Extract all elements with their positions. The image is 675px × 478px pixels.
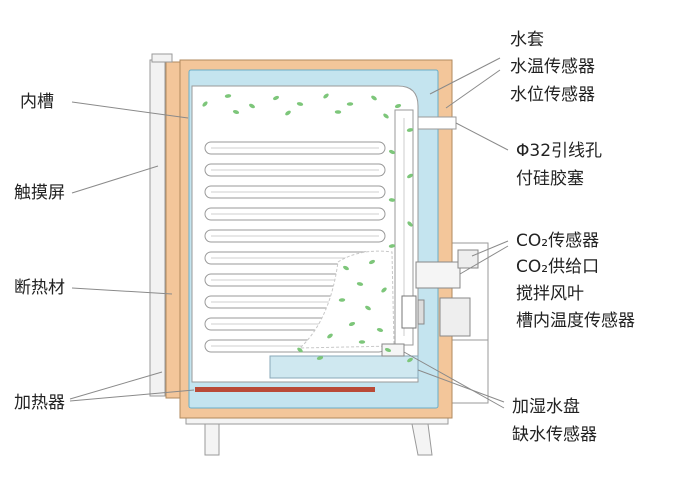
co2-inlet-port <box>457 249 479 269</box>
label-heater: 加热器 <box>14 393 65 413</box>
airflow-dot <box>346 102 354 106</box>
airflow-dot <box>407 173 413 179</box>
airflow-dot <box>224 94 232 98</box>
label-water-temp-sensor: 水温传感器 <box>510 57 595 77</box>
left-leg <box>204 423 220 456</box>
airflow-dot <box>343 265 349 271</box>
airflow-dot <box>394 104 402 108</box>
cable-hole <box>417 116 457 130</box>
airflow-dot <box>323 93 329 99</box>
label-humidify-pan: 加湿水盘 <box>512 397 580 417</box>
airflow-dot <box>369 259 375 265</box>
label-insulation: 断热材 <box>14 278 65 298</box>
label-stir-fan: 搅拌风叶 <box>516 284 584 304</box>
label-touch-screen: 触摸屏 <box>14 183 65 203</box>
airflow-dot <box>388 149 396 155</box>
airflow-dot <box>249 103 255 109</box>
heater-element <box>195 387 375 392</box>
leader-touch-screen <box>71 165 159 194</box>
airflow-dot <box>356 282 364 286</box>
airflow-region <box>298 250 395 349</box>
airflow-dot <box>338 298 346 302</box>
stir-fan-motor <box>439 297 471 337</box>
leader-water-sensors <box>445 69 501 109</box>
airflow-dot <box>407 357 413 363</box>
airflow-dot <box>297 347 303 353</box>
touch-screen-panel <box>149 59 166 397</box>
leader-lines <box>69 57 509 409</box>
airflow-dot <box>406 128 414 132</box>
airflow-dot <box>232 110 240 114</box>
chamber-temp-sensor <box>417 299 425 325</box>
airflow-dot <box>371 95 377 101</box>
airflow-dot <box>384 347 392 353</box>
humidify-water-pan <box>269 355 419 379</box>
stir-fan-blade <box>401 295 417 329</box>
airflow-dot <box>381 287 387 293</box>
leader-water-jacket <box>429 57 501 95</box>
leader-humidify-pan <box>417 369 505 403</box>
airflow-dot <box>358 340 366 344</box>
label-inner-tank: 内槽 <box>20 92 54 112</box>
door-top-tab <box>151 53 173 63</box>
airflow-dot <box>296 102 304 106</box>
water-shortage-sensor <box>381 343 405 357</box>
airflow-dot <box>383 113 389 119</box>
airflow-dot <box>272 95 280 101</box>
right-leg <box>411 423 433 456</box>
airflow-dot <box>348 321 356 327</box>
label-co2-inlet: CO₂供给口 <box>516 257 599 277</box>
label-silicone-plug: 付硅胶塞 <box>516 169 584 189</box>
airflow-dot <box>327 333 333 339</box>
leader-water-shortage <box>403 351 505 409</box>
airflow-dot <box>388 198 396 202</box>
airflow-dot <box>376 328 384 332</box>
leader-cable-hole <box>455 122 509 151</box>
airflow-dot <box>407 221 413 227</box>
airflow-dot <box>334 110 342 114</box>
leader-insulation <box>71 287 173 295</box>
airflow-dot <box>365 305 371 311</box>
co2-sensor-box <box>415 261 461 289</box>
airflow-dots <box>202 93 414 363</box>
door-insulation <box>165 61 181 399</box>
airflow-dot <box>316 356 324 360</box>
base-frame <box>185 417 449 456</box>
label-cable-hole: Φ32引线孔 <box>516 141 602 161</box>
leader-co2-sensor <box>471 240 509 257</box>
leader-inner-tank <box>71 101 189 119</box>
label-water-level-sensor: 水位传感器 <box>510 85 595 105</box>
label-co2-sensor: CO₂传感器 <box>516 231 599 251</box>
label-water-jacket: 水套 <box>510 30 544 50</box>
airflow-dot <box>285 110 291 116</box>
label-water-shortage-sensor: 缺水传感器 <box>512 425 597 445</box>
airflow-dot <box>202 101 208 107</box>
label-chamber-temp-sensor: 槽内温度传感器 <box>516 311 635 331</box>
airflow-dot <box>388 244 396 248</box>
leader-co2-inlet <box>459 245 509 275</box>
leader-heater-a <box>69 371 163 400</box>
leader-heater-b <box>69 389 195 402</box>
